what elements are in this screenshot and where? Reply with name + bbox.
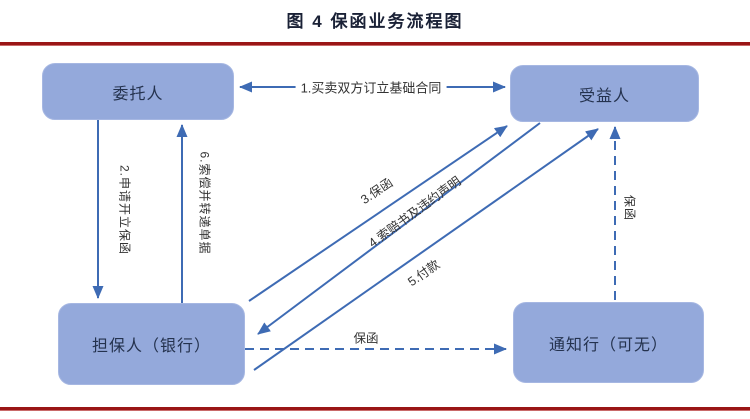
flow-label-guarantee-advised: 保函	[622, 194, 637, 222]
top-rule	[0, 42, 750, 45]
node-beneficiary: 受益人	[510, 65, 699, 122]
arrow-issue-guarantee	[248, 125, 508, 302]
node-principal-label: 委托人	[112, 85, 164, 103]
figure-title: 图 4 保函业务流程图	[286, 12, 464, 31]
arrow-claim-statement	[257, 122, 541, 335]
node-principal: 委托人	[42, 63, 234, 120]
flow-label-claim-forward: 6.索偿并转递单据	[197, 151, 212, 255]
flow-label-apply-guarantee: 2.申请开立保函	[117, 164, 132, 256]
arrow-payment	[253, 128, 599, 371]
node-guarantor-label: 担保人（银行）	[91, 338, 211, 355]
node-advising-bank-label: 通知行（可无）	[548, 336, 668, 354]
flow-label-basic-contract: 1.买卖双方订立基础合同	[295, 77, 447, 97]
node-beneficiary-label: 受益人	[578, 87, 630, 105]
node-guarantor: 担保人（银行）	[58, 303, 245, 385]
bottom-rule	[0, 407, 750, 410]
node-advising-bank: 通知行（可无）	[513, 302, 704, 383]
flow-label-guarantee-to-advising: 保函	[353, 331, 379, 346]
